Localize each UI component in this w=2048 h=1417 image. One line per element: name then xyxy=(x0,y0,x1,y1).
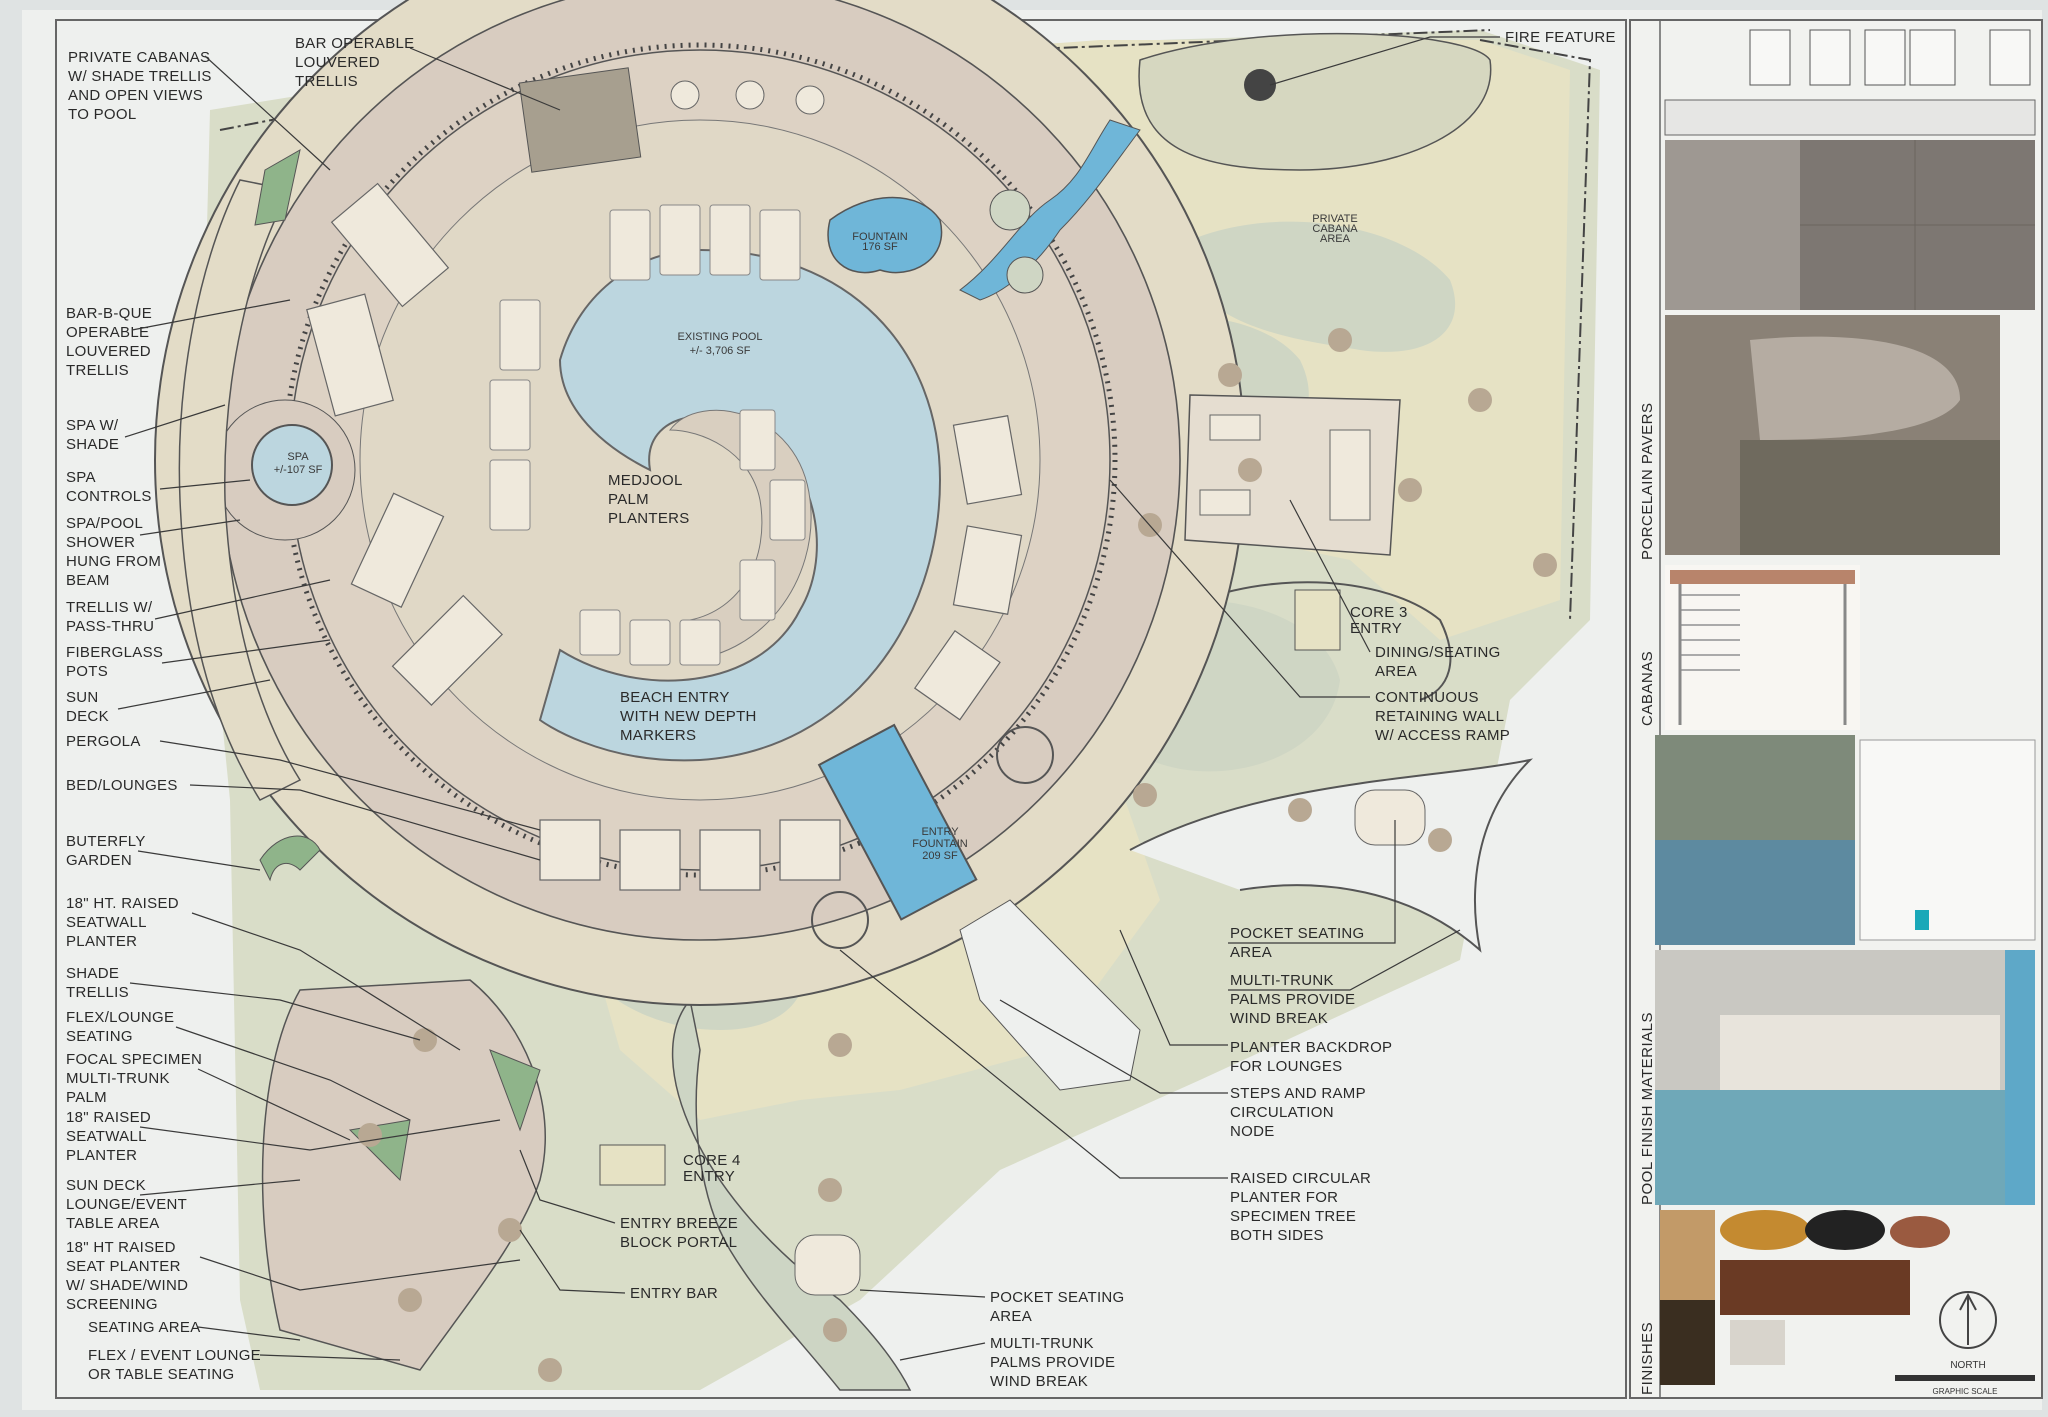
ring-track xyxy=(282,42,1118,878)
entry-walk xyxy=(671,998,912,1391)
raised-circular-planter xyxy=(996,726,1054,784)
raised-planter xyxy=(489,1049,541,1132)
callout-spa-shade: SPA W/SHADE xyxy=(66,417,119,453)
bar-stool xyxy=(735,80,765,110)
lounges-north xyxy=(489,204,806,666)
entry-fountain xyxy=(817,723,978,921)
callout-fire-feature: FIRE FEATURE xyxy=(1505,29,1616,46)
green-strip xyxy=(254,149,301,226)
plan-labels: EXISTING POOL+/- 3,706 SF SPA+/-107 SF F… xyxy=(274,213,1408,1185)
fountain-basin xyxy=(1006,256,1044,294)
legend-table xyxy=(1664,99,2036,136)
callout-pergola: PERGOLA xyxy=(66,733,141,750)
right-leader-lines xyxy=(839,479,1461,1179)
graphic-scale-bar xyxy=(1895,1375,2035,1381)
left-leader-lines xyxy=(117,299,541,1361)
pool-label: EXISTING POOL+/- 3,706 SF xyxy=(678,331,763,357)
entry-walkway xyxy=(959,899,1141,1091)
section-porcelain-pavers: PORCELAIN PAVERS xyxy=(1639,403,1656,561)
fountain-north xyxy=(827,196,943,274)
trellis-detail-drawing xyxy=(1859,739,2036,941)
callout-bed-lounges: BED/LOUNGES xyxy=(66,777,178,794)
site-plan xyxy=(154,0,1600,1391)
butterfly-garden xyxy=(259,835,321,882)
section-pool-finish: POOL FINISH MATERIALS xyxy=(1639,1012,1656,1205)
fountain-basin xyxy=(989,189,1031,231)
bowl-planter xyxy=(1720,1210,1810,1250)
bar-trellis xyxy=(518,67,642,173)
north-arrow-icon xyxy=(1939,1291,1997,1349)
section-finishes: FINISHES xyxy=(1639,1322,1656,1395)
retaining-wall-lower xyxy=(1129,758,1534,953)
south-lounge-deck xyxy=(261,979,547,1371)
dining-tables xyxy=(1199,414,1371,521)
core-4-entry xyxy=(599,1144,666,1186)
cabanas-ring xyxy=(306,182,1023,891)
existing-pool xyxy=(538,248,942,762)
bar-stool xyxy=(795,85,825,115)
raised-circular-planter xyxy=(811,891,869,949)
sun-deck-strip xyxy=(178,179,302,801)
spa-label: SPA+/-107 SF xyxy=(274,451,323,476)
pocket-seating-south xyxy=(794,1234,861,1296)
callout-trellis-pass-thru: TRELLIS W/PASS-THRU xyxy=(66,599,154,635)
scale-label: GRAPHIC SCALE xyxy=(1933,1387,1998,1396)
bar-stool xyxy=(670,80,700,110)
callout-seating-area: SEATING AREA xyxy=(88,1319,201,1336)
legend-chips xyxy=(1749,29,2031,86)
fire-feature-area xyxy=(1138,32,1492,171)
materials-sidebar: NORTH GRAPHIC SCALE PORCELAIN PAVERS CAB… xyxy=(1629,19,2043,1399)
palm-trees xyxy=(358,328,1557,1382)
lawn-blob-north xyxy=(1170,221,1456,352)
north-label: NORTH xyxy=(1950,1360,1985,1371)
spa xyxy=(251,424,333,506)
fire-pit xyxy=(1244,69,1276,101)
cabana-sketch xyxy=(1665,565,1860,730)
pocket-seating-east xyxy=(1354,789,1426,846)
callout-entry-bar: ENTRY BAR xyxy=(630,1285,718,1302)
core-3-entry xyxy=(1294,589,1341,651)
east-boundary xyxy=(1479,39,1592,621)
section-cabanas: CABANAS xyxy=(1639,651,1656,726)
